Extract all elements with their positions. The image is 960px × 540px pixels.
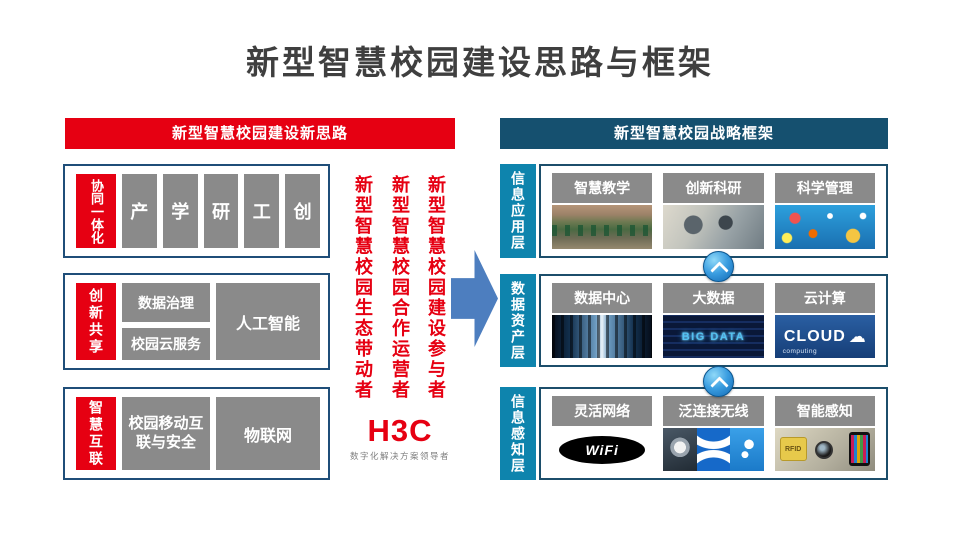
perception-flexible-network-title: 灵活网络 bbox=[552, 396, 653, 426]
perception-smart-sensing: 智能感知 RFID bbox=[774, 396, 875, 471]
group-innovation-sharing-label: 创新共享 bbox=[76, 283, 116, 360]
asset-data-center-title: 数据中心 bbox=[552, 283, 653, 313]
slogan-ecosystem-driver: 新型智慧校园生态带动者 bbox=[353, 175, 373, 401]
china-telecom-logo-icon bbox=[730, 428, 764, 471]
group-collaboration: 协同一体化 产 学 研 工 创 bbox=[63, 164, 330, 258]
slogan-construction-participant: 新型智慧校园建设参与者 bbox=[426, 175, 446, 401]
group-innovation-sharing: 创新共享 数据治理 校园云服务 人工智能 bbox=[63, 273, 330, 370]
h3c-logo: H3C 数字化解决方案领导者 bbox=[348, 415, 452, 462]
china-mobile-logo-icon bbox=[663, 428, 697, 471]
asset-big-data: 大数据 BIG DATA bbox=[663, 283, 764, 358]
item-learning: 学 bbox=[162, 174, 198, 248]
bigdata-image: BIG DATA bbox=[663, 315, 764, 358]
app-smart-teaching: 智慧教学 bbox=[552, 173, 653, 249]
layer-data-asset-label: 数据资产层 bbox=[500, 274, 536, 367]
asset-cloud-computing: 云计算 CLOUD ☁ computing bbox=[774, 283, 875, 358]
app-innovative-research-title: 创新科研 bbox=[663, 173, 764, 203]
item-campus-cloud: 校园云服务 bbox=[122, 328, 210, 360]
up-arrow-icon bbox=[703, 366, 734, 397]
layer-data-asset: 数据中心 大数据 BIG DATA 云计算 CLOUD ☁ computing bbox=[539, 274, 888, 367]
perception-wireless-title: 泛连接无线 bbox=[663, 396, 764, 426]
item-ai: 人工智能 bbox=[216, 283, 320, 360]
layer-perception-label: 信息感知层 bbox=[500, 387, 536, 480]
h3c-logo-text: H3C bbox=[367, 413, 433, 448]
up-arrow-icon bbox=[703, 251, 734, 282]
app-scientific-management-title: 科学管理 bbox=[774, 173, 875, 203]
h3c-tagline: 数字化解决方案领导者 bbox=[349, 451, 450, 461]
camera-icon bbox=[814, 441, 833, 459]
asset-big-data-title: 大数据 bbox=[663, 283, 764, 313]
cloud-icon: ☁ bbox=[848, 327, 866, 346]
asset-cloud-computing-title: 云计算 bbox=[774, 283, 875, 313]
page-title: 新型智慧校园建设思路与框架 bbox=[246, 44, 714, 81]
innovation-stack: 数据治理 校园云服务 bbox=[122, 283, 210, 360]
cloud-computing-image: CLOUD ☁ computing bbox=[774, 315, 875, 358]
china-unicom-logo-icon bbox=[696, 428, 731, 471]
app-smart-teaching-title: 智慧教学 bbox=[552, 173, 653, 203]
cloud-image-subtext: computing bbox=[782, 348, 818, 355]
wifi-logo-icon: WiFi bbox=[559, 435, 646, 464]
item-engineering: 工 bbox=[244, 174, 280, 248]
item-data-governance: 数据治理 bbox=[122, 283, 210, 323]
group-smart-interconnect-label: 智慧互联 bbox=[76, 397, 116, 470]
asset-data-center: 数据中心 bbox=[552, 283, 653, 358]
sensing-devices-image: RFID bbox=[774, 428, 875, 471]
item-research: 研 bbox=[203, 174, 239, 248]
group-collaboration-label: 协同一体化 bbox=[76, 174, 116, 248]
perception-flexible-network: 灵活网络 WiFi bbox=[552, 396, 653, 471]
item-industry: 产 bbox=[122, 174, 157, 248]
bigdata-image-text: BIG DATA bbox=[681, 330, 746, 343]
rfid-tag-icon: RFID bbox=[779, 437, 807, 461]
wifi-logo-image: WiFi bbox=[552, 428, 653, 471]
management-dashboard-image bbox=[774, 205, 875, 249]
layer-perception: 灵活网络 WiFi 泛连接无线 智能感知 RFID bbox=[539, 387, 888, 480]
left-panel-header: 新型智慧校园建设新思路 bbox=[65, 118, 455, 149]
datacenter-photo bbox=[552, 315, 653, 358]
cloud-image-text: CLOUD bbox=[783, 327, 846, 345]
item-iot: 物联网 bbox=[216, 397, 320, 470]
layer-application: 智慧教学 创新科研 科学管理 bbox=[539, 164, 888, 258]
item-innovation: 创 bbox=[285, 174, 320, 248]
right-panel-header: 新型智慧校园战略框架 bbox=[500, 118, 888, 149]
group-smart-interconnect: 智慧互联 校园移动互联与安全 物联网 bbox=[63, 387, 330, 480]
smartphone-icon bbox=[848, 432, 870, 466]
research-lab-photo bbox=[663, 205, 764, 249]
classroom-photo bbox=[552, 205, 653, 249]
layer-application-label: 信息应用层 bbox=[500, 164, 536, 258]
slogan-cooperative-operator: 新型智慧校园合作运营者 bbox=[390, 175, 410, 401]
telecom-operators-image bbox=[663, 428, 764, 471]
app-scientific-management: 科学管理 bbox=[774, 173, 875, 249]
item-mobile-security: 校园移动互联与安全 bbox=[122, 397, 210, 470]
app-innovative-research: 创新科研 bbox=[663, 173, 764, 249]
perception-smart-sensing-title: 智能感知 bbox=[774, 396, 875, 426]
perception-wireless: 泛连接无线 bbox=[663, 396, 764, 471]
wifi-logo-text: WiFi bbox=[585, 441, 619, 458]
right-arrow-icon bbox=[451, 250, 498, 347]
